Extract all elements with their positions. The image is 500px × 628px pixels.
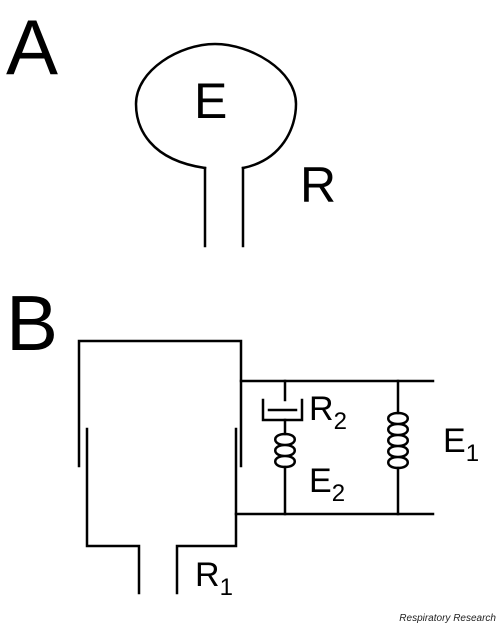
balloon-lung-model <box>134 42 298 248</box>
source-credit: Respiratory Research <box>399 613 496 624</box>
circuit-model <box>77 339 435 595</box>
r2-label-base: R <box>309 390 334 428</box>
r2-label-subscript: 2 <box>333 408 347 435</box>
e2-label-subscript: 2 <box>331 480 346 507</box>
balloon-outline <box>134 42 298 170</box>
r1-label-subscript: 1 <box>219 574 233 601</box>
circuit-inner-frame <box>85 427 141 595</box>
panel-b-letter: B <box>6 279 59 367</box>
e2-spring-coil <box>274 432 296 469</box>
elastance-label: E <box>194 73 228 129</box>
e2-label: E2 <box>309 462 345 506</box>
resistance-label: R <box>300 157 337 213</box>
panel-a-letter: A <box>6 3 59 91</box>
e1-label-base: E <box>443 422 466 460</box>
e2-label-base: E <box>309 462 332 500</box>
r1-label-base: R <box>195 556 220 594</box>
e1-label-subscript: 1 <box>465 440 480 467</box>
r2-label: R2 <box>309 390 347 434</box>
e1-label: E1 <box>443 422 479 466</box>
e1-spring-coil <box>387 411 409 470</box>
r1-label: R1 <box>195 556 233 600</box>
circuit-outer-frame <box>77 339 243 468</box>
r2-dashpot-cup <box>261 398 304 422</box>
circuit-inner-frame-right <box>175 427 238 595</box>
